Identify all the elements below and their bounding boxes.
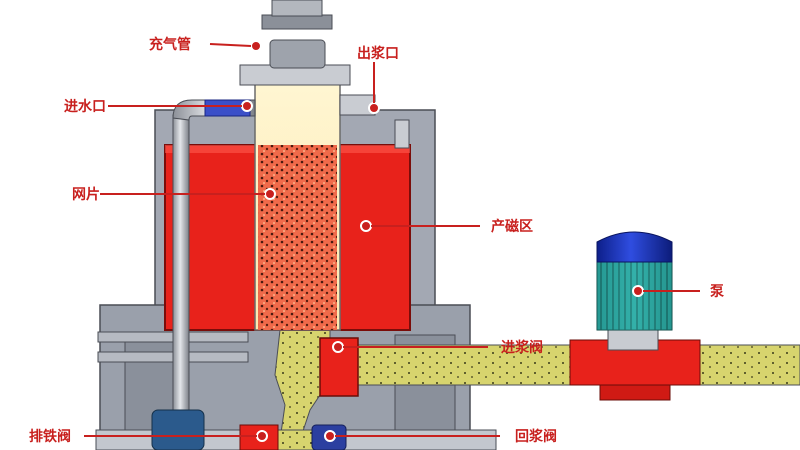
label-iron-discharge-valve: 排铁阀 (29, 428, 71, 445)
callout-iron-discharge-valve: 排铁阀 (29, 428, 268, 445)
separation-column (239, 0, 351, 331)
pump (569, 231, 701, 401)
callout-aeration-pipe: 充气管 (149, 36, 262, 53)
label-slurry-return-valve: 回浆阀 (515, 428, 557, 445)
callout-slurry-inlet-valve: 进浆阀 (332, 339, 543, 356)
label-pump: 泵 (710, 284, 724, 300)
callout-magnetic-zone: 产磁区 (360, 218, 533, 235)
label-magnetic-zone: 产磁区 (491, 218, 533, 235)
label-slurry-outlet: 出浆口 (357, 45, 399, 62)
callout-slurry-outlet: 出浆口 (357, 45, 399, 114)
callout-water-inlet: 进水口 (64, 98, 253, 115)
label-aeration-pipe: 充气管 (149, 36, 191, 53)
callout-mesh-plate: 网片 (72, 186, 276, 203)
callout-slurry-return-valve: 回浆阀 (324, 428, 557, 445)
callout-pump: 泵 (632, 284, 724, 300)
slurry-outlet-pipe (339, 94, 410, 149)
label-water-inlet: 进水口 (64, 98, 106, 115)
label-slurry-inlet-valve: 进浆阀 (501, 339, 543, 356)
label-mesh-plate: 网片 (72, 186, 100, 203)
